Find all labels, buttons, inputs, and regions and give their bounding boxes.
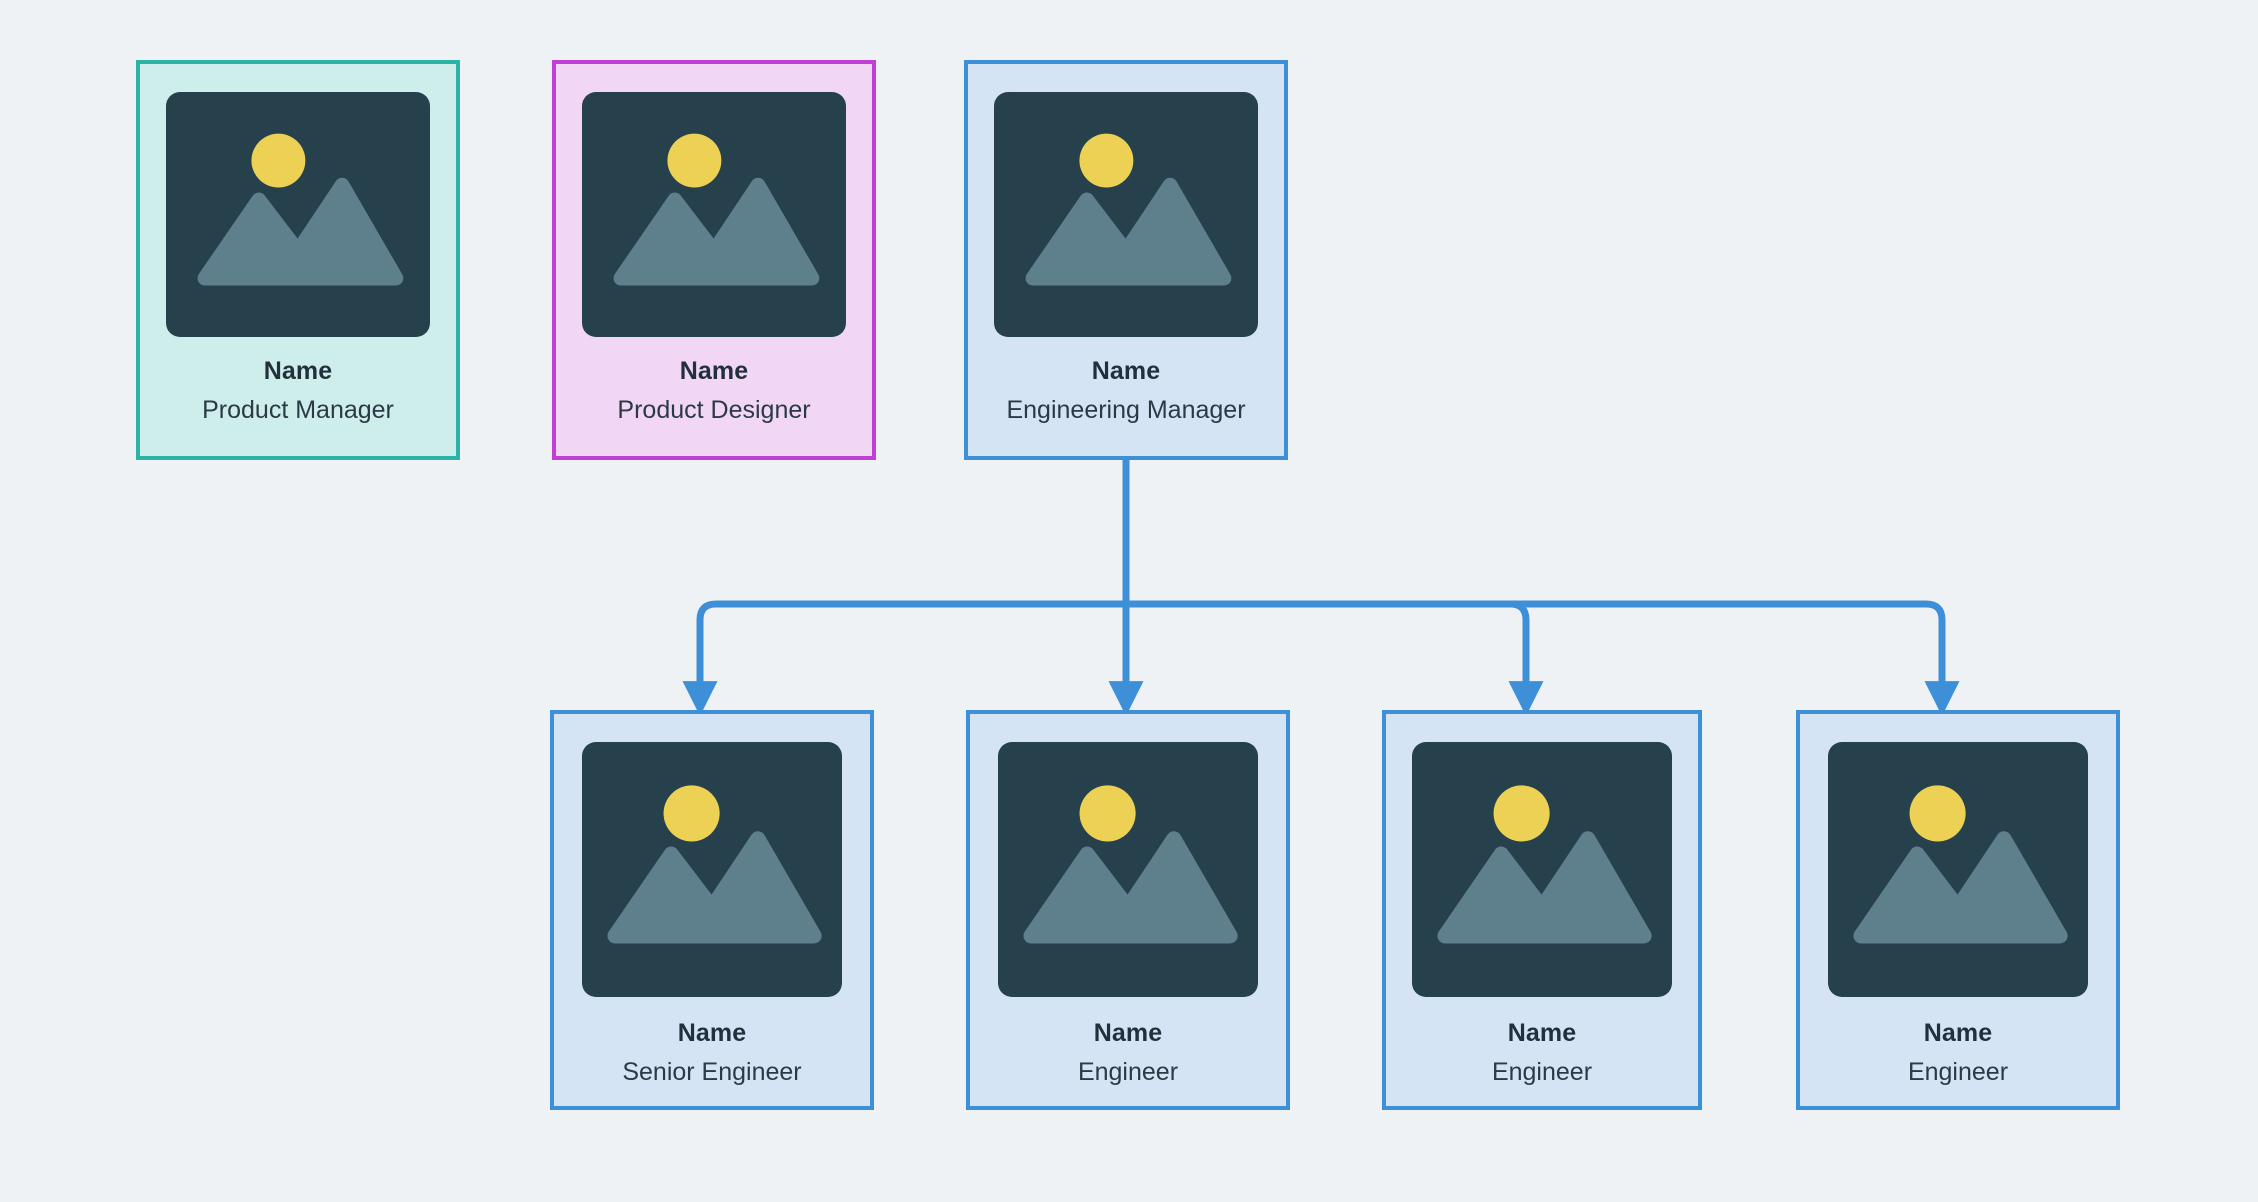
card-role: Product Manager (202, 396, 394, 424)
image-placeholder-icon (994, 92, 1258, 337)
connector-to-engineer-3 (1122, 600, 1960, 717)
card-role: Engineer (1077, 1058, 1179, 1086)
card-name: Name (677, 1019, 747, 1047)
mountain-icon (1853, 831, 2068, 944)
mountain-icon (1023, 831, 1238, 944)
card-text-block: Name Engineer (970, 997, 1286, 1087)
card-name: Name (1093, 1019, 1163, 1047)
mountain-icon (1025, 177, 1232, 286)
mountain-icon (613, 177, 820, 286)
mountain-icon (197, 177, 404, 286)
card-role: Product Designer (617, 396, 811, 424)
card-senior-engineer[interactable]: Name Senior Engineer (550, 710, 874, 1110)
image-placeholder-icon (1412, 742, 1672, 997)
mountain-icon (1437, 831, 1652, 944)
image-placeholder-icon (582, 92, 846, 337)
sun-icon (663, 785, 720, 842)
card-engineer-1[interactable]: Name Engineer (966, 710, 1290, 1110)
sun-icon (1079, 133, 1134, 188)
card-product-designer[interactable]: Name Product Designer (552, 60, 876, 460)
card-name: Name (263, 357, 333, 385)
card-text-block: Name Senior Engineer (554, 997, 870, 1087)
card-role: Senior Engineer (622, 1058, 802, 1086)
card-text-block: Name Product Manager (140, 337, 456, 425)
card-text-block: Name Engineering Manager (968, 337, 1284, 425)
card-engineer-2[interactable]: Name Engineer (1382, 710, 1702, 1110)
sun-icon (1079, 785, 1136, 842)
card-role: Engineer (1491, 1058, 1593, 1086)
image-placeholder-icon (166, 92, 430, 337)
card-product-manager[interactable]: Name Product Manager (136, 60, 460, 460)
card-name: Name (1923, 1019, 1993, 1047)
connector-to-senior-engineer (682, 600, 1130, 717)
card-role: Engineer (1907, 1058, 2009, 1086)
card-engineer-3[interactable]: Name Engineer (1796, 710, 2120, 1110)
image-placeholder-icon (998, 742, 1258, 997)
connector-to-engineer-2 (1122, 600, 1544, 717)
sun-icon (1493, 785, 1550, 842)
sun-icon (251, 133, 306, 188)
card-engineering-manager[interactable]: Name Engineering Manager (964, 60, 1288, 460)
card-text-block: Name Product Designer (556, 337, 872, 425)
card-name: Name (1507, 1019, 1577, 1047)
card-text-block: Name Engineer (1386, 997, 1698, 1087)
mountain-icon (607, 831, 822, 944)
card-role: Engineering Manager (1006, 396, 1246, 424)
image-placeholder-icon (1828, 742, 2088, 997)
card-name: Name (1091, 357, 1161, 385)
card-name: Name (679, 357, 749, 385)
sun-icon (667, 133, 722, 188)
card-text-block: Name Engineer (1800, 997, 2116, 1087)
sun-icon (1909, 785, 1966, 842)
image-placeholder-icon (582, 742, 842, 997)
